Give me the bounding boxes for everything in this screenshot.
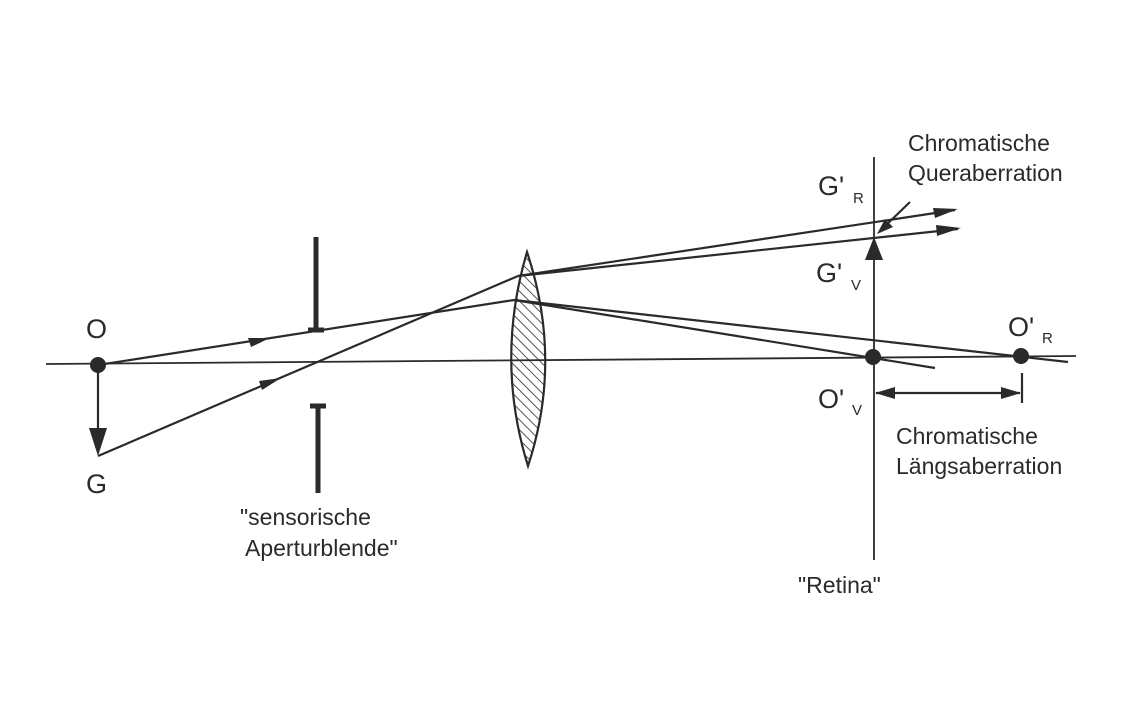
ray-chief-arrowhead: [259, 378, 281, 390]
image-arrowhead: [865, 237, 883, 260]
ray-axial-out-violet: [513, 298, 936, 370]
transverse-caption-line1: Chromatische: [908, 130, 1050, 156]
retina-caption: "Retina": [798, 572, 881, 598]
lens: [510, 248, 547, 470]
object-point-dot: [90, 357, 106, 373]
aperture-caption-line2: Aperturblende": [245, 535, 398, 561]
image-point-violet-label: O': [818, 384, 844, 414]
object-tip-label: G: [86, 469, 107, 499]
longitudinal-caption-line1: Chromatische: [896, 423, 1038, 449]
image-tip-red-subscript: R: [853, 190, 864, 207]
ray-axial-arrowhead: [248, 338, 270, 347]
ray-chief-in: [97, 274, 519, 458]
ray-axial-out-red: [513, 298, 1069, 364]
longitudinal-caption-line2: Längsaberration: [896, 453, 1062, 479]
ray-chief-out-red: [517, 208, 956, 278]
image-tip-violet-subscript: V: [851, 277, 861, 294]
transverse-caption-line2: Queraberration: [908, 160, 1063, 186]
image-tip-violet-label: G': [816, 258, 842, 288]
ray-chief-red-arrowhead: [933, 208, 958, 218]
object-point-label: O: [86, 314, 107, 344]
transverse-pointer-arrowhead: [877, 219, 893, 234]
image-point-violet-dot: [865, 349, 881, 365]
image-point-red-subscript: R: [1042, 330, 1053, 347]
ray-chief-out-violet: [517, 227, 959, 278]
image-point-red-dot: [1013, 348, 1029, 364]
image-point-red-label: O': [1008, 312, 1034, 342]
longitudinal-arrowhead-right: [1001, 387, 1021, 399]
object-arrowhead: [89, 428, 107, 456]
ray-chief-violet-arrowhead: [936, 225, 961, 236]
longitudinal-arrowhead-left: [875, 387, 895, 399]
image-point-violet-subscript: V: [852, 402, 862, 419]
aperture-caption-line1: "sensorische: [240, 504, 371, 530]
optical-axis: [45, 355, 1077, 365]
image-tip-red-label: G': [818, 171, 844, 201]
ray-axial-in: [97, 298, 515, 367]
